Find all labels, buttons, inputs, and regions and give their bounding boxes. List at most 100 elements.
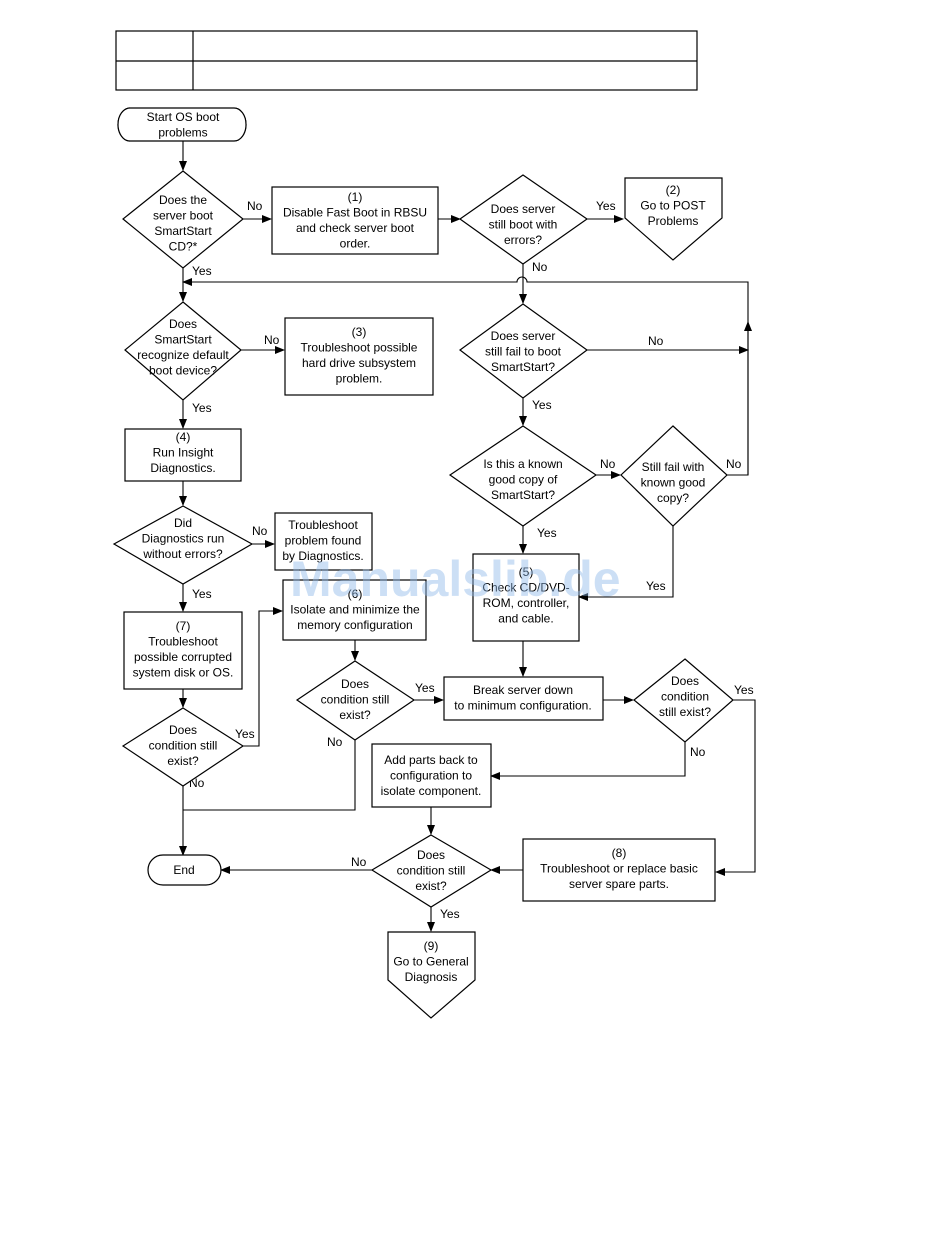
node-text-line: recognize default <box>137 348 229 362</box>
node-text-line: Troubleshoot <box>288 518 358 532</box>
node-text-line: Diagnostics run <box>142 532 225 546</box>
node-text-line: Isolate and minimize the <box>290 603 420 617</box>
label-no: No <box>726 457 742 471</box>
label-yes: Yes <box>537 526 557 540</box>
node-text-line: by Diagnostics. <box>282 549 363 563</box>
node-text-line: Run Insight <box>153 446 214 460</box>
node-text-line: Does <box>169 317 197 331</box>
node-text-line: condition still <box>397 864 466 878</box>
node-text-line: and check server boot <box>296 221 415 235</box>
label-no: No <box>532 260 548 274</box>
node-text-line: (5) <box>519 565 534 579</box>
label-yes: Yes <box>235 727 255 741</box>
node-text-line: Did <box>174 516 192 530</box>
node-text-line: (8) <box>612 846 627 860</box>
node-text-line: ROM, controller, <box>483 596 570 610</box>
node-text-line: (2) <box>666 183 681 197</box>
node-text-line: (4) <box>176 430 191 444</box>
node-text-line: SmartStart <box>154 224 212 238</box>
node-text-line: still fail to boot <box>485 345 562 359</box>
node-text-line: condition still <box>321 693 390 707</box>
process-step-5: (5) Check CD/DVD-ROM, controller, and cabl… <box>472 553 580 642</box>
label-no: No <box>327 735 343 749</box>
node-text-line: Diagnostics. <box>150 461 215 475</box>
label-yes: Yes <box>734 683 754 697</box>
node-text-line: End <box>173 863 194 877</box>
node-text-line: (6) <box>348 587 363 601</box>
label-yes: Yes <box>192 264 212 278</box>
node-text-line: (7) <box>176 619 191 633</box>
node-text-line: Start OS boot <box>147 110 220 124</box>
node-text-line: order. <box>340 237 371 251</box>
label-yes: Yes <box>646 579 666 593</box>
node-text-line: without errors? <box>142 547 223 561</box>
node-text-line: to minimum configuration. <box>454 699 591 713</box>
node-text-line: SmartStart? <box>491 488 555 502</box>
node-text-line: problems <box>158 126 207 140</box>
node-text-line: configuration to <box>390 769 472 783</box>
node-text-line: and cable. <box>498 612 553 626</box>
label-yes: Yes <box>192 401 212 415</box>
node-text-line: Problems <box>648 214 699 228</box>
node-text-line: still exist? <box>659 705 711 719</box>
node-text-line: problem found <box>285 534 362 548</box>
label-no: No <box>252 524 268 538</box>
label-yes: Yes <box>532 398 552 412</box>
node-text-line: memory configuration <box>297 618 412 632</box>
label-no: No <box>600 457 616 471</box>
label-no: No <box>351 855 367 869</box>
node-text-line: Check CD/DVD- <box>482 581 569 595</box>
node-text-line: hard drive subsystem <box>302 356 416 370</box>
node-text-line: (3) <box>352 325 367 339</box>
process-label: (5) Check CD/DVD-ROM, controller, and cabl… <box>482 565 569 626</box>
node-text-line: exist? <box>415 879 447 893</box>
label-no: No <box>648 334 664 348</box>
node-text-line: Does <box>417 848 445 862</box>
node-text-line: Go to General <box>393 955 468 969</box>
node-text-line: Does <box>341 677 369 691</box>
node-text-line: server boot <box>153 209 214 223</box>
node-text-line: Troubleshoot possible <box>301 341 418 355</box>
node-text-line: exist? <box>167 754 199 768</box>
node-text-line: boot device? <box>149 364 217 378</box>
header-table <box>115 30 698 91</box>
label-no: No <box>247 199 263 213</box>
node-text-line: Disable Fast Boot in RBSU <box>283 206 427 220</box>
node-text-line: known good <box>641 476 706 490</box>
node-text-line: Troubleshoot <box>148 635 218 649</box>
node-text-line: exist? <box>339 708 371 722</box>
node-text-line: Go to POST <box>640 199 706 213</box>
node-text-line: system disk or OS. <box>133 666 234 680</box>
label-yes: Yes <box>415 681 435 695</box>
